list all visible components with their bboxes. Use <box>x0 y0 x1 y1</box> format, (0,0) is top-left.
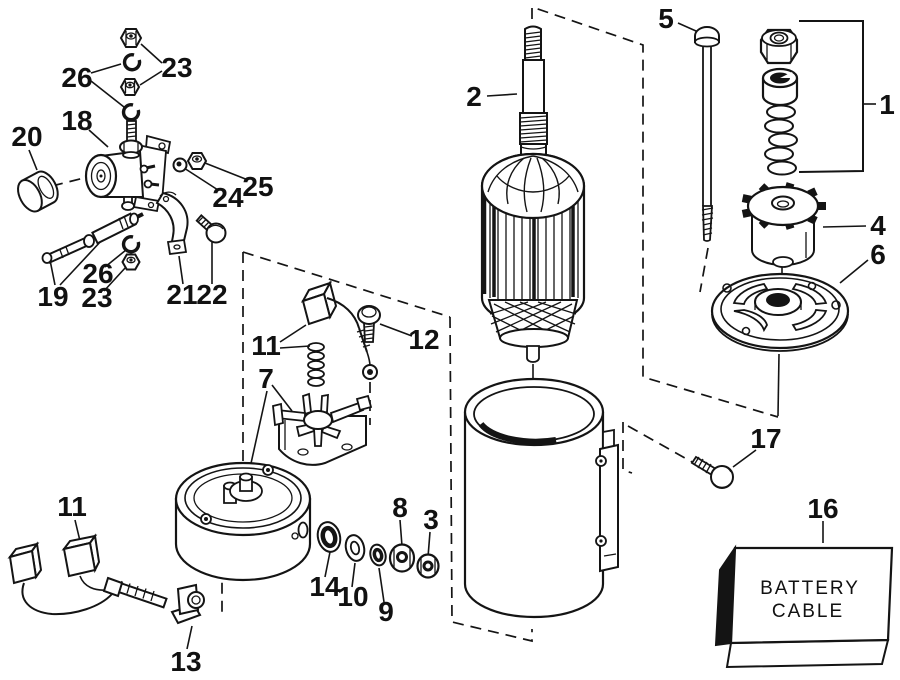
drive-end-plate <box>710 272 850 352</box>
callout-26-top: 26 <box>61 62 92 93</box>
callout-10: 10 <box>337 581 368 612</box>
callout-2: 2 <box>466 81 482 112</box>
brush-holder <box>272 392 373 466</box>
washer-14 <box>316 521 342 553</box>
callout-19: 19 <box>37 281 68 312</box>
solenoid <box>84 120 172 213</box>
pinion-drive-assembly <box>741 182 826 268</box>
terminal-nut-stack <box>119 28 143 122</box>
callout-13: 13 <box>170 646 201 677</box>
callout-3: 3 <box>423 504 439 535</box>
callout-20: 20 <box>11 121 42 152</box>
callout-23-top: 23 <box>161 52 192 83</box>
screw-12 <box>357 305 381 343</box>
callout-14: 14 <box>309 571 341 602</box>
callout-16: 16 <box>807 493 838 524</box>
battery-cable-label-line2: CABLE <box>772 601 844 622</box>
callout-6: 6 <box>870 239 886 270</box>
nut-23-mid <box>121 253 141 271</box>
linkage-rods <box>41 212 144 264</box>
callout-12: 12 <box>408 324 439 355</box>
frame-screw-17 <box>690 455 734 489</box>
callout-21: 21 <box>166 279 197 310</box>
callout-5: 5 <box>658 3 674 34</box>
washer-24 <box>172 157 188 173</box>
washer-9 <box>369 543 387 567</box>
washer-10 <box>344 534 366 562</box>
motor-frame <box>463 377 619 619</box>
rubber-boot <box>17 170 59 213</box>
callout-9: 9 <box>378 596 394 627</box>
nut-25 <box>186 152 208 170</box>
callout-11-lower: 11 <box>57 491 87 522</box>
cable-clamp <box>170 583 205 625</box>
callout-11-upper: 11 <box>251 330 281 361</box>
curved-bracket-21 <box>155 191 189 256</box>
callout-17: 17 <box>750 423 781 454</box>
callout-24: 24 <box>212 182 244 213</box>
brush-set-lower <box>7 533 168 616</box>
callout-26-mid: 26 <box>82 258 113 289</box>
alignment-dashed-lines <box>51 5 779 643</box>
callout-1: 1 <box>879 89 895 120</box>
callout-25: 25 <box>242 171 273 202</box>
battery-cable-label-line1: BATTERY <box>760 578 860 599</box>
lock-washer-26-mid <box>121 235 141 254</box>
lock-nut-spacer-spring-group <box>759 28 799 176</box>
battery-cable-box: BATTERY CABLE <box>714 544 894 669</box>
callout-labels: 5 1 2 4 6 17 16 23 26 18 20 24 25 19 26 … <box>11 3 894 677</box>
brush-and-spring-upper <box>300 280 378 387</box>
callout-7: 7 <box>258 363 274 394</box>
callout-8: 8 <box>392 492 408 523</box>
callout-18: 18 <box>61 105 92 136</box>
screw-22 <box>195 214 227 244</box>
callout-23-mid: 23 <box>81 282 112 313</box>
nut-3 <box>416 553 440 579</box>
armature <box>480 25 586 363</box>
thru-bolt <box>694 26 720 242</box>
end-cap <box>174 461 312 582</box>
callout-4: 4 <box>870 210 886 241</box>
nut-8 <box>388 543 416 573</box>
callout-22: 22 <box>196 279 227 310</box>
